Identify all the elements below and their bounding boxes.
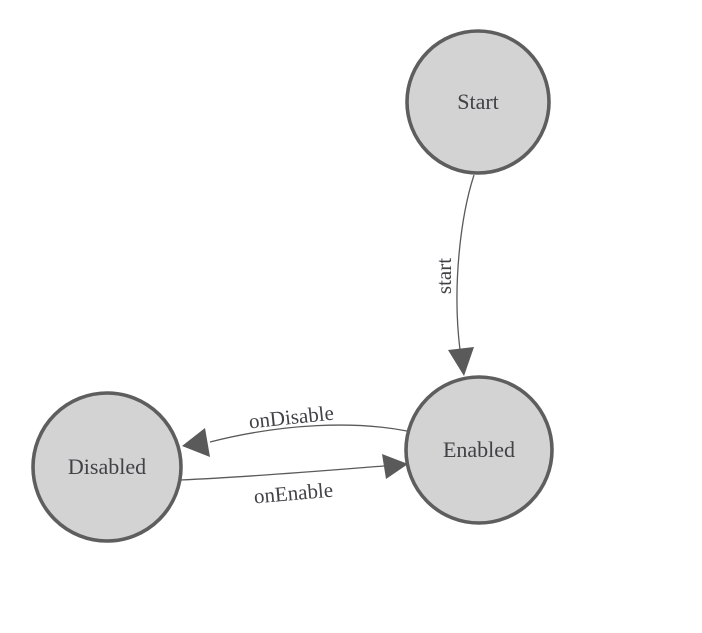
edge-enabled-to-disabled-line [209, 424, 408, 443]
edge-label-start: start [432, 258, 456, 294]
edge-disabled-to-enabled: onEnable [179, 454, 408, 509]
arrowhead-icon [382, 454, 408, 479]
edge-start-to-enabled-line [456, 174, 475, 351]
arrowhead-icon [448, 347, 474, 376]
edge-label-ondisable: onDisable [248, 401, 335, 434]
state-node-enabled-circle [404, 375, 554, 525]
edge-label-onenable: onEnable [253, 478, 334, 509]
state-node-start-circle [405, 29, 551, 175]
state-node-disabled: Disabled [31, 391, 183, 543]
edge-enabled-to-disabled: onDisable [182, 401, 408, 457]
state-node-start: Start [405, 29, 551, 175]
edge-disabled-to-enabled-line [179, 465, 385, 481]
state-node-enabled-label: Enabled [443, 437, 515, 462]
state-node-disabled-label: Disabled [68, 454, 146, 479]
arrowhead-icon [182, 428, 210, 457]
state-node-enabled: Enabled [404, 375, 554, 525]
edge-start-to-enabled: start [432, 174, 475, 376]
state-node-disabled-circle [31, 391, 183, 543]
state-node-start-label: Start [457, 89, 499, 114]
